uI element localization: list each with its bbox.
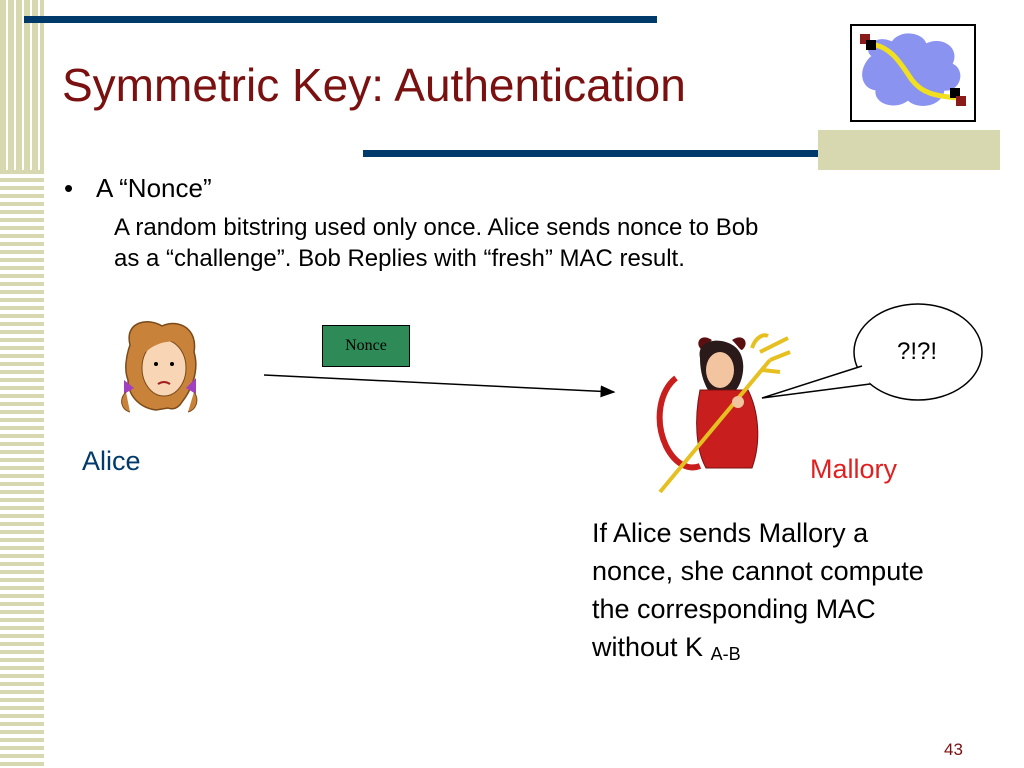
alice-clipart	[121, 321, 198, 413]
decorative-stripes-top	[0, 0, 44, 170]
description-line-2: as a “challenge”. Bob Replies with “fres…	[114, 245, 685, 272]
explanation-line-1: If Alice sends Mallory a	[592, 518, 869, 548]
network-cloud-icon	[850, 24, 976, 122]
nonce-message-box: Nonce	[322, 325, 410, 367]
key-subscript: A-B	[710, 644, 741, 664]
mallory-devil-clipart	[656, 333, 791, 494]
title-underline-rule	[363, 150, 999, 157]
explanation-line-2: nonce, she cannot compute	[592, 556, 924, 586]
bullet-marker: •	[64, 173, 74, 203]
bullet-text: A “Nonce”	[96, 173, 212, 203]
explanation-line-4: without K A-B	[592, 628, 924, 673]
slide-title: Symmetric Key: Authentication	[62, 59, 686, 111]
bullet-description: A random bitstring used only once. Alice…	[114, 212, 984, 274]
speech-bubble-text: ?!?!	[896, 338, 938, 365]
top-rule	[24, 16, 657, 23]
alice-label: Alice	[82, 446, 141, 476]
nonce-arrow	[263, 374, 616, 398]
explanation-line-4-text: without K	[592, 632, 704, 662]
bullet-item: • A “Nonce”	[64, 170, 212, 206]
description-line-1: A random bitstring used only once. Alice…	[114, 214, 759, 241]
accent-block	[818, 130, 1000, 170]
explanation-text: If Alice sends Mallory a nonce, she cann…	[592, 514, 924, 673]
explanation-line-3: the corresponding MAC	[592, 594, 876, 624]
page-number: 43	[944, 740, 963, 759]
speech-bubble-shape	[761, 303, 983, 401]
mallory-label: Mallory	[810, 454, 898, 484]
